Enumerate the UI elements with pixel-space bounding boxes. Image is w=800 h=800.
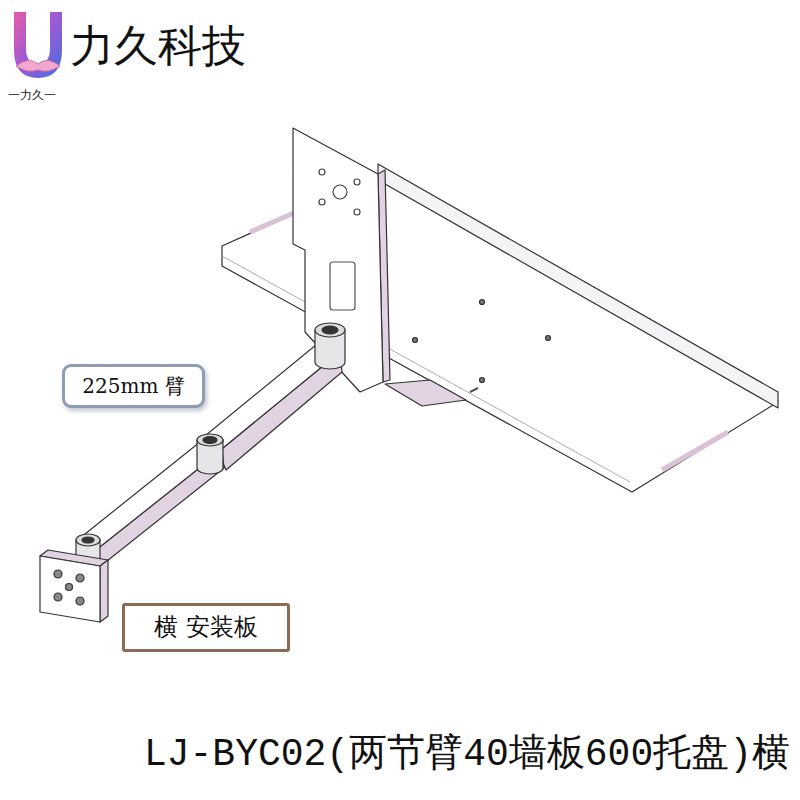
plate-hole xyxy=(354,209,360,215)
plate-hole xyxy=(333,185,347,199)
brand-name: 力久科技 xyxy=(70,20,246,73)
logo-u xyxy=(14,12,62,78)
tray-back-lip xyxy=(378,164,778,408)
tray-edge xyxy=(222,256,630,482)
tray-hole xyxy=(470,388,478,392)
plate-cutout xyxy=(330,262,355,310)
callout-text: 横 安装板 xyxy=(154,613,258,642)
tray-hole xyxy=(480,378,485,383)
callout-box: 横 安装板 xyxy=(122,603,290,652)
arm-segment xyxy=(80,438,224,565)
plate-hole xyxy=(354,179,360,185)
plate-hole xyxy=(319,199,325,205)
callout-box: 225mm 臂 xyxy=(62,364,205,408)
caption: LJ-BYC02(两节臂40墙板600托盘)横 xyxy=(144,734,790,776)
tray-hole xyxy=(480,300,485,305)
arm-joint xyxy=(315,323,345,369)
wall-plate xyxy=(40,550,108,622)
arm-joint xyxy=(197,434,223,474)
tray-hole xyxy=(546,336,551,341)
plate-foot xyxy=(385,380,466,406)
logo-mark xyxy=(14,12,62,78)
plate-hole xyxy=(319,169,325,175)
tray-side-lip xyxy=(662,432,728,470)
callout-text: 225mm 臂 xyxy=(82,374,184,398)
tray-hole xyxy=(413,338,418,343)
mount-plate xyxy=(293,128,466,406)
logo-hands xyxy=(16,60,60,71)
brand-subtitle: 一力久一 xyxy=(8,88,56,102)
